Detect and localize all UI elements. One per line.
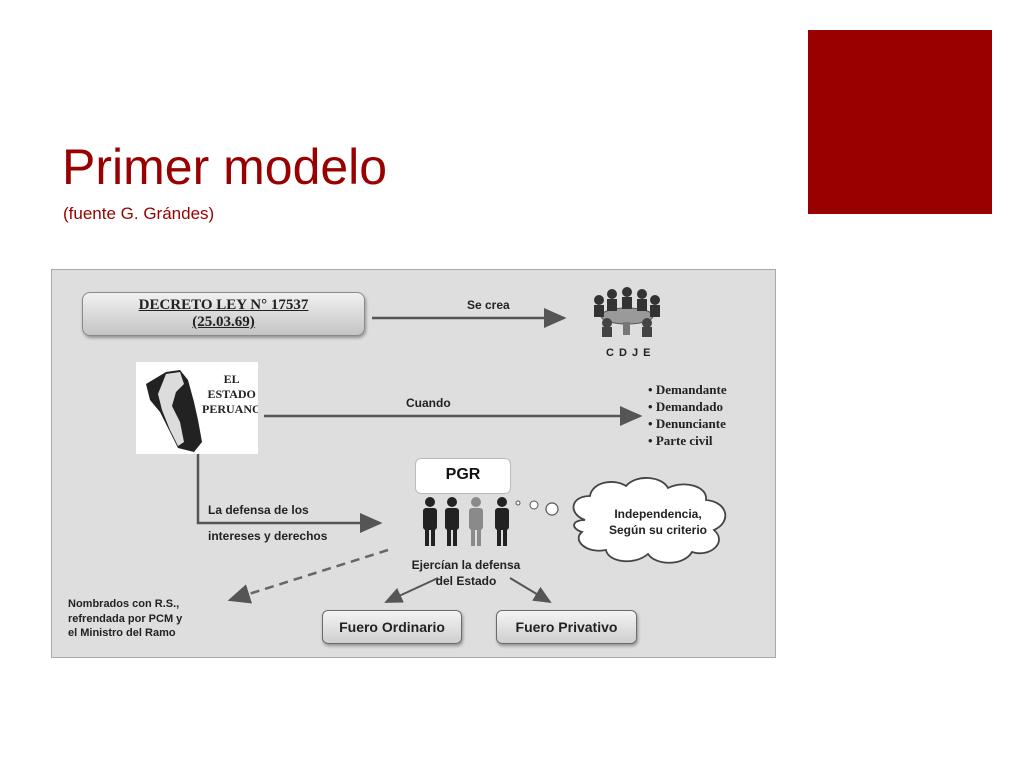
ejercian-line-2: del Estado bbox=[435, 573, 497, 588]
cloud-line-2: Según su criterio bbox=[608, 522, 708, 537]
list-item: • Demandado bbox=[648, 399, 723, 414]
nombrados-line-1: Nombrados con R.S., bbox=[68, 598, 180, 610]
slide-title: Primer modelo bbox=[62, 139, 388, 195]
list-item: • Denunciante bbox=[648, 416, 726, 431]
defensa-line-1: La defensa de los bbox=[208, 503, 309, 517]
roles-list: • Demandante • Demandado • Denunciante •… bbox=[648, 381, 727, 449]
ejercian-line-1: Ejercían la defensa bbox=[411, 558, 521, 572]
arrow-nombrados bbox=[227, 548, 389, 604]
pgr-box: PGR bbox=[415, 458, 511, 494]
arrow-fuero-ordinario bbox=[384, 577, 439, 603]
estado-line-2: ESTADO bbox=[207, 387, 256, 401]
cdje-label: C D J E bbox=[606, 347, 652, 359]
cloud-line-1: Independencia, bbox=[614, 507, 702, 521]
ejercian-label: Ejercían la defensa del Estado bbox=[404, 558, 528, 589]
pgr-label: PGR bbox=[445, 466, 481, 483]
decreto-title: DECRETO LEY N° 17537 bbox=[138, 297, 309, 313]
estado-line-1: EL bbox=[223, 372, 240, 386]
list-item: • Parte civil bbox=[648, 433, 713, 448]
estado-line-3: PERUANO bbox=[202, 402, 258, 416]
peru-map-icon: EL ESTADO PERUANO bbox=[136, 362, 258, 454]
diagram-connectors bbox=[196, 287, 727, 604]
list-item: • Demandante bbox=[648, 382, 727, 397]
thought-cloud bbox=[572, 477, 727, 564]
nombrados-line-2: refrendada por PCM y bbox=[68, 612, 183, 625]
people-group-icon bbox=[423, 497, 509, 546]
arrow-label-cuando: Cuando bbox=[406, 396, 451, 410]
defensa-line-2: intereses y derechos bbox=[208, 529, 328, 543]
slide-subtitle: (fuente G. Grándes) bbox=[63, 204, 215, 223]
fuero-ordinario-box: Fuero Ordinario bbox=[322, 610, 462, 644]
arrow-fuero-privativo bbox=[509, 577, 552, 604]
nombrados-label: Nombrados con R.S., refrendada por PCM y… bbox=[68, 597, 182, 641]
decreto-date: (25.03.69) bbox=[192, 314, 255, 330]
fuero-privativo-box: Fuero Privativo bbox=[496, 610, 637, 644]
org-diagram: DECRETO LEY N° 17537 (25.03.69) Se crea … bbox=[51, 269, 776, 658]
arrow-label-se-crea: Se crea bbox=[467, 298, 510, 312]
nombrados-line-3: el Ministro del Ramo bbox=[68, 627, 176, 640]
accent-square bbox=[808, 30, 992, 214]
decreto-box: DECRETO LEY N° 17537 (25.03.69) bbox=[82, 292, 365, 336]
meeting-table-icon bbox=[594, 287, 660, 337]
arrow-defensa bbox=[196, 454, 383, 533]
cloud-label: Independencia, Según su criterio bbox=[598, 507, 718, 538]
